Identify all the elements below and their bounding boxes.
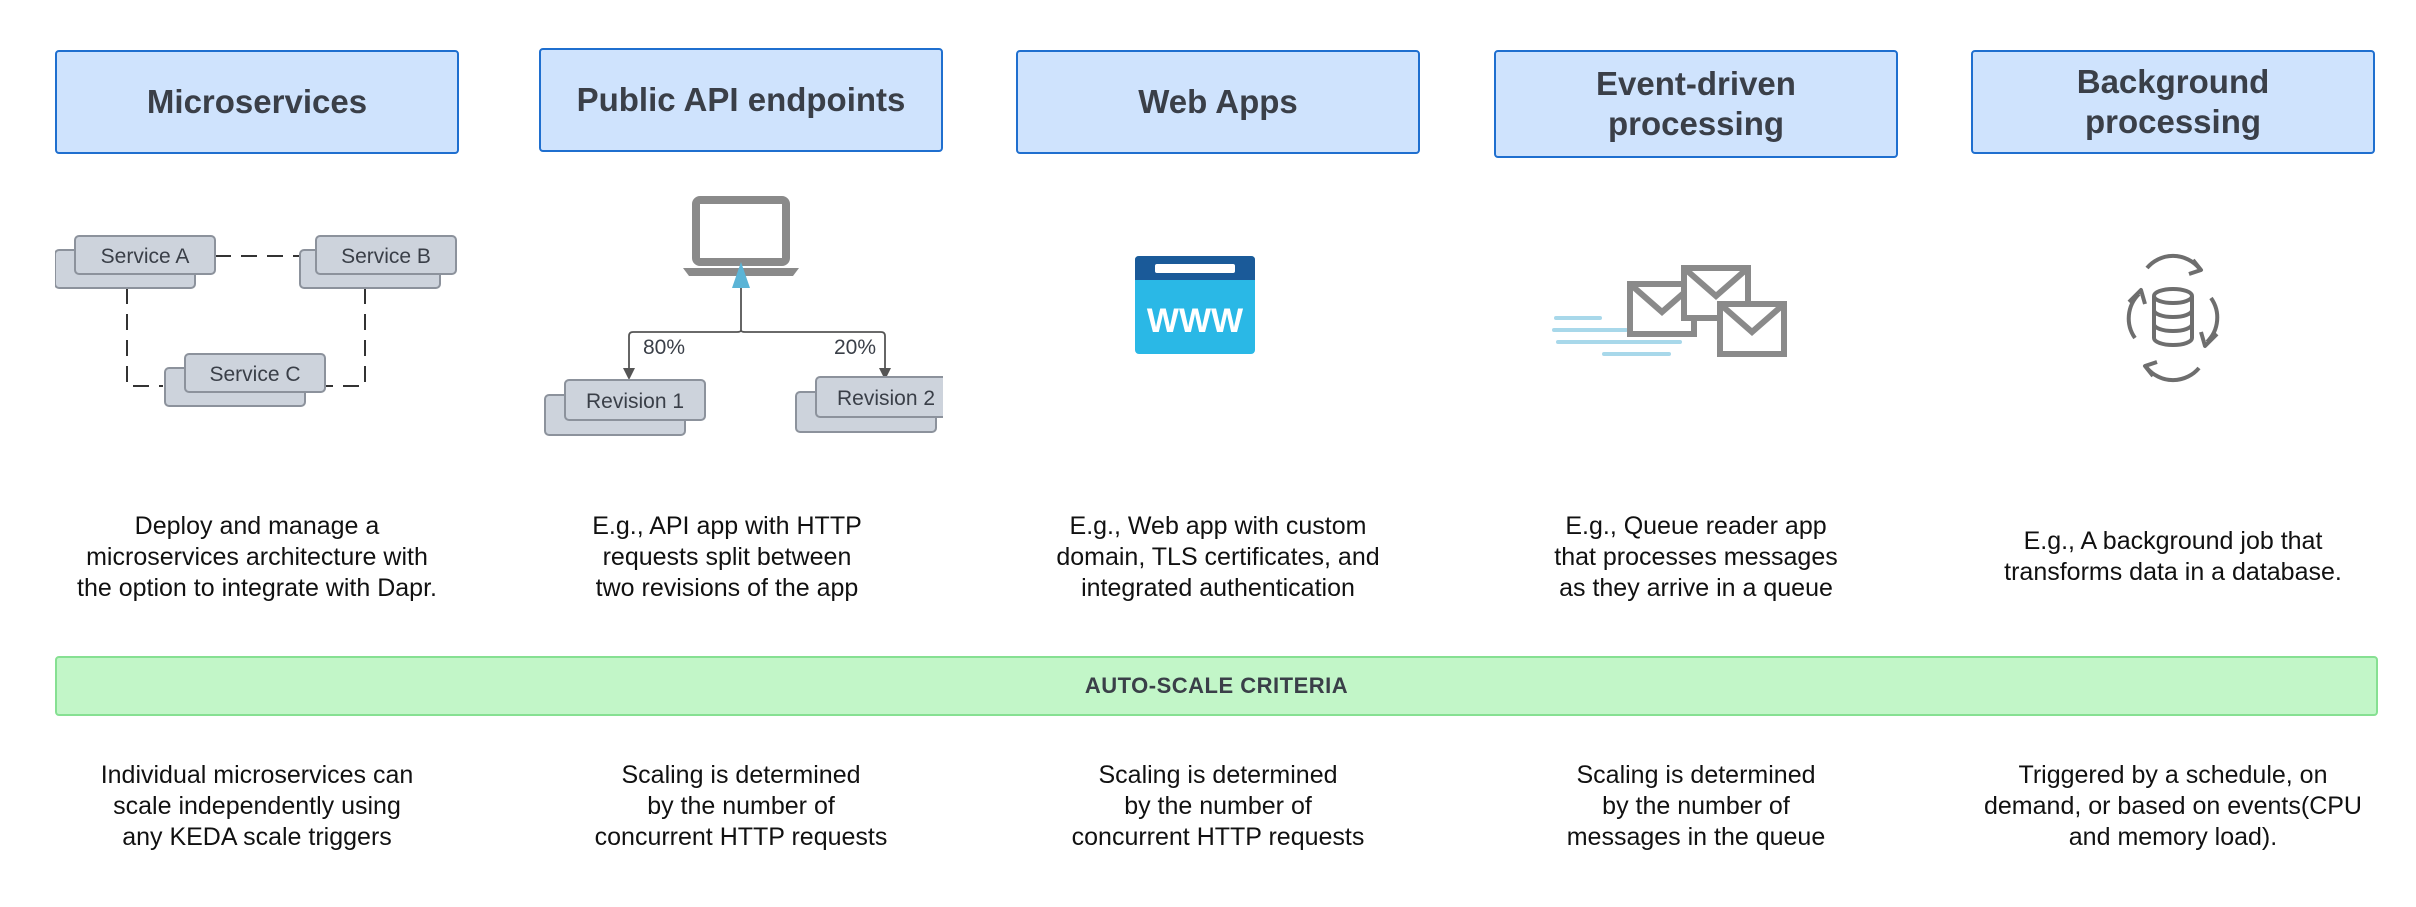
scaling-line: Scaling is determined [1098,761,1338,789]
description-event-driven: E.g., Queue reader app that processes me… [1494,486,1898,628]
arrow-head-left [623,368,635,380]
description-line: Deploy and manage a [134,511,380,540]
description-line: the option to integrate with Dapr. [77,573,437,602]
revision-1-box: Revision 1 [544,379,706,436]
revision-2-label: Revision 2 [837,387,935,410]
description-line: E.g., Web app with custom [1069,511,1367,540]
scaling-line: by the number of [1124,792,1312,820]
scaling-line: concurrent HTTP requests [1071,823,1365,851]
scaling-line: Scaling is determined [621,761,861,789]
description-line: integrated authentication [1081,573,1355,602]
service-c-label: Service C [209,363,300,386]
envelope-icon [1717,301,1787,357]
description-line: microservices architecture with [86,542,428,571]
scaling-line: concurrent HTTP requests [594,823,888,851]
column-event-driven: Event-driven processing E.g., Queue read… [1494,0,1898,907]
header-title-line: Background [2076,63,2270,100]
revision-1-label: Revision 1 [586,390,684,413]
header-title-line: processing [1607,105,1785,142]
auto-scale-criteria-band: AUTO-SCALE CRITERIA [55,656,2378,716]
scaling-line: any KEDA scale triggers [122,823,392,851]
header-title: Web Apps [1138,83,1298,120]
event-driven-art [1552,265,1787,357]
header-public-api: Public API endpoints [539,48,943,152]
web-app-art: WWW [1135,256,1255,354]
description-line: E.g., Queue reader app [1565,511,1827,540]
description-line: transforms data in a database. [2004,558,2342,586]
header-title: Public API endpoints [576,81,906,118]
description-line: requests split between [602,542,852,571]
split-connector [628,288,886,370]
scaling-event-driven: Scaling is determined by the number of m… [1494,760,1898,870]
database-sync-icon [2126,253,2220,383]
band-label: AUTO-SCALE CRITERIA [1084,673,1349,698]
service-b-label: Service B [341,245,431,268]
service-b-box: Service B [299,235,457,289]
split-label-right: 20% [834,336,876,359]
browser-window-icon: WWW [1135,256,1255,354]
header-microservices: Microservices [55,50,459,154]
description-line: domain, TLS certificates, and [1056,542,1380,571]
column-public-api: Public API endpoints 80% 20% Revision 1 … [539,0,943,907]
split-label-left: 80% [643,336,685,359]
service-a-label: Service A [101,245,190,268]
scaling-line: demand, or based on events(CPU [1984,792,2362,820]
scaling-line: by the number of [1602,792,1790,820]
description-microservices: Deploy and manage a microservices archit… [55,486,459,628]
header-web-apps: Web Apps [1016,50,1420,154]
column-microservices: Microservices Service A Service B Servic… [55,0,459,907]
scaling-line: Individual microservices can [100,761,414,789]
laptop-icon [683,196,799,288]
description-background: E.g., A background job that transforms d… [1971,486,2375,628]
header-event-driven: Event-driven processing [1494,50,1898,158]
scaling-line: scale independently using [113,792,401,820]
scaling-public-api: Scaling is determined by the number of c… [539,760,943,870]
description-line: two revisions of the app [595,573,859,602]
scaling-microservices: Individual microservices can scale indep… [55,760,459,870]
column-web-apps: Web Apps WWW E.g., Web app with custom d… [1016,0,1420,907]
description-web-apps: E.g., Web app with custom domain, TLS ce… [1016,486,1420,628]
description-line: that processes messages [1554,542,1838,571]
header-title-line: processing [2084,103,2262,140]
description-public-api: E.g., API app with HTTP requests split b… [525,486,929,628]
scaling-line: and memory load). [2068,823,2278,851]
arrow-head-right [879,368,891,380]
header-background: Background processing [1971,50,2375,154]
scaling-line: Scaling is determined [1576,761,1816,789]
motion-lines [1552,316,1682,356]
description-line: E.g., A background job that [2023,527,2323,555]
microservices-diagram: Service A Service B Service C [55,235,457,407]
revision-2-box: Revision 2 [795,376,943,433]
column-background: Background processing E.g., A background… [1971,0,2375,907]
api-traffic-split-diagram: 80% 20% Revision 1 Revision 2 [544,196,943,436]
scaling-web-apps: Scaling is determined by the number of c… [1016,760,1420,870]
scaling-line: messages in the queue [1566,823,1826,851]
scaling-background: Triggered by a schedule, on demand, or b… [1971,760,2375,870]
description-line: E.g., API app with HTTP [592,511,862,540]
background-processing-art [2126,253,2220,383]
scaling-line: by the number of [647,792,835,820]
header-title-line: Event-driven [1596,65,1796,102]
service-a-box: Service A [55,235,216,289]
service-c-box: Service C [164,353,326,407]
header-title: Microservices [146,83,368,120]
connector-a-c [126,288,163,387]
description-line: as they arrive in a queue [1559,573,1833,602]
scaling-line: Triggered by a schedule, on [2018,761,2328,789]
browser-www-label: WWW [1147,302,1244,340]
